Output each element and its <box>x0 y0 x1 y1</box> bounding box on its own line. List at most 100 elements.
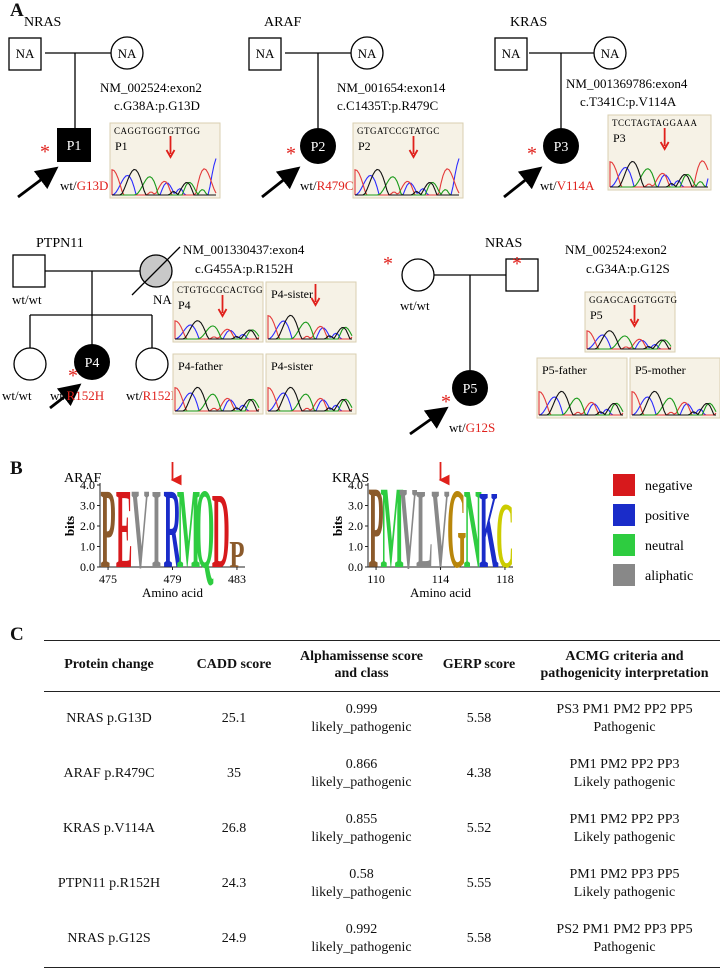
y-tick-label: 4.0 <box>80 478 95 492</box>
cell-text-am_class: likely_pathogenic <box>311 940 412 956</box>
trace-label: P1 <box>115 139 128 153</box>
table-cell-cadd: 24.9 <box>174 911 294 968</box>
variant-label: c.G455A:p.R152H <box>195 261 293 276</box>
logo-letter: N <box>464 465 482 592</box>
logo-title: KRAS <box>332 471 369 486</box>
cell-text-am_score: 0.992 <box>345 921 378 937</box>
proband-arrow <box>261 166 301 199</box>
cell-text-am_class: likely_pathogenic <box>311 885 412 901</box>
legend-label: negative <box>645 479 692 494</box>
table-cell-protein: NRAS p.G13D <box>44 691 174 747</box>
gene-label: NRAS <box>485 236 522 251</box>
table-cell-cadd: 24.3 <box>174 857 294 912</box>
variant-arrowhead <box>408 149 419 159</box>
y-tick-label: 1.0 <box>348 540 363 554</box>
pedigree-nras-2: NRAS * wt/wt * P5 * wt/G12S NM_002524:ex… <box>383 236 670 436</box>
trace-line <box>175 386 259 412</box>
trace-line <box>175 393 260 412</box>
y-tick-label: 4.0 <box>348 478 363 492</box>
cell-text-gerp: 5.58 <box>466 711 492 726</box>
legend-label: aliphatic <box>645 569 693 584</box>
asterisk: * <box>286 143 296 165</box>
cell-text-protein: KRAS p.V114A <box>62 821 156 836</box>
x-tick-label: 114 <box>432 572 450 586</box>
pedigree-nras-1: NRAS NA NA P1 * wt/G13D NM_002524:exon2 … <box>8 15 202 199</box>
y-tick-label: 3.0 <box>80 499 95 513</box>
trace-label: P5-mother <box>635 363 686 377</box>
cell-text-am_score: 0.999 <box>345 701 378 717</box>
y-tick-label: 0.0 <box>348 560 363 574</box>
table-cell-am_score: 0.999 likely_pathogenic <box>294 691 429 747</box>
pedigree-kras: KRAS NA NA P3 * wt/V114A NM_001369786:ex… <box>494 15 688 199</box>
cell-text-interp: Pathogenic <box>593 940 656 956</box>
cell-text-am_class: likely_pathogenic <box>311 775 412 791</box>
proband-label: P1 <box>67 139 82 154</box>
gene-label: KRAS <box>510 15 547 30</box>
x-tick-label: 118 <box>496 572 514 586</box>
logo-letter: C <box>496 484 514 588</box>
proband-label: P2 <box>311 140 326 155</box>
variant-label: c.G34A:p.G12S <box>586 261 670 276</box>
mother-symbol <box>110 36 144 70</box>
asterisk: * <box>68 365 78 387</box>
trace-label: P5-father <box>542 363 587 377</box>
logo-letter: P <box>229 533 244 576</box>
proband-genotype: wt/R152H <box>50 388 104 403</box>
father-symbol <box>8 37 42 71</box>
genotype-label: wt/V114A <box>540 178 595 193</box>
cell-text-gerp: 4.38 <box>466 766 492 781</box>
table-cell-gerp: 4.38 <box>429 747 529 802</box>
trace-box <box>109 122 221 199</box>
trace-p4-sister: P4-sister <box>265 281 357 343</box>
trace-label: P4-sister <box>271 287 313 301</box>
table-cell-protein: ARAF p.R479C <box>44 747 174 802</box>
pedigree-ptpn11: PTPN11 wt/wt NA wt/wt P4 * wt/R152H wt/R… <box>2 236 305 410</box>
cell-text-gerp: 5.55 <box>466 876 492 891</box>
cell-text-am_score: 0.866 <box>345 756 378 772</box>
transcript-label: NM_002524:exon2 <box>565 242 667 257</box>
proband-label: P5 <box>463 382 478 397</box>
logo-letter: P <box>100 465 115 592</box>
asterisk: * <box>40 141 50 163</box>
gene-label: ARAF <box>264 15 302 30</box>
y-tick-label: 1.0 <box>80 540 95 554</box>
sibling-symbol <box>13 347 47 381</box>
cell-text-gerp: 5.52 <box>466 821 492 836</box>
gene-label: NRAS <box>24 15 61 30</box>
panel-a-pedigrees: NRAS NA NA P1 * wt/G13D NM_002524:exon2 … <box>2 15 720 436</box>
father-label: NA <box>256 46 275 61</box>
proband-label: P3 <box>554 140 569 155</box>
trace-label: P3 <box>613 131 626 145</box>
variant-arrowhead <box>629 318 640 328</box>
genotype-label: wt/G13D <box>60 178 108 193</box>
trace-line <box>632 390 716 416</box>
cell-text-am_class: likely_pathogenic <box>311 720 412 736</box>
cell-text-acmg: PM1 PM2 PP2 PP3 <box>569 811 680 827</box>
table-cell-gerp: 5.52 <box>429 802 529 857</box>
variant-label: c.G38A:p.G13D <box>114 98 200 113</box>
father-symbol <box>12 254 46 288</box>
trace-line <box>355 168 459 196</box>
legend-label: neutral <box>645 539 684 554</box>
proband-symbol <box>74 344 110 380</box>
y-tick-label: 3.0 <box>348 499 363 513</box>
logo-title: ARAF <box>64 471 102 486</box>
transcript-label: NM_001330437:exon4 <box>183 242 305 257</box>
trace-box <box>607 114 712 191</box>
trace-line <box>268 321 353 340</box>
trace-p5-father: P5-father <box>536 357 628 419</box>
x-axis-label: Amino acid <box>410 585 472 600</box>
sibling-symbol <box>135 347 169 381</box>
father-symbol <box>494 37 528 71</box>
